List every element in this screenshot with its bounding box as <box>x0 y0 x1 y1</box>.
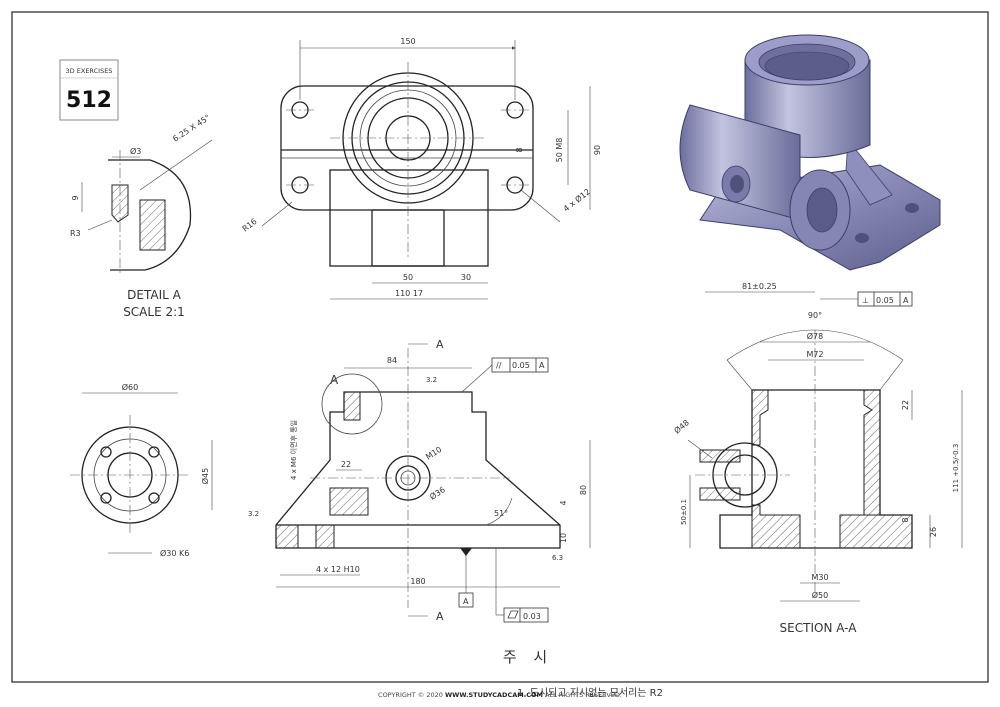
dim-84: 84 <box>387 356 397 365</box>
dim-80: 80 <box>579 485 588 495</box>
dim-22: 22 <box>341 460 351 469</box>
dim-4: 4 <box>559 500 568 505</box>
dim-r3: R3 <box>70 229 81 238</box>
dim-phi78: Ø78 <box>807 331 823 341</box>
note-m6: 4 x M6 이면후 통일 <box>289 420 298 480</box>
dim-150: 150 <box>400 37 415 46</box>
sheet-border <box>11 11 989 683</box>
svg-text:0.05: 0.05 <box>512 361 530 370</box>
detail-a-scale: SCALE 2:1 <box>123 305 185 319</box>
dim-81: 81±0.25 <box>742 282 777 291</box>
dim-51: 51° <box>494 509 508 518</box>
isometric-3d-view <box>679 34 941 271</box>
dim-r16: R16 <box>241 217 259 234</box>
dim-111: 111 +0.5/-0.3 <box>952 444 960 493</box>
dim-180: 180 <box>410 577 425 586</box>
dim-30: 30 <box>461 273 471 282</box>
surf-32-left: 3.2 <box>248 510 259 518</box>
exercise-badge: 3D EXERCISES 512 <box>59 59 119 121</box>
dim-m30: M30 <box>811 573 828 582</box>
dim-8: 8 <box>515 147 524 152</box>
dim-10: 10 <box>559 533 568 543</box>
top-view: 150 90 50 M8 8 4 x Ø12 R16 50 30 110 17 <box>241 37 602 300</box>
dim-m10: M10 <box>424 445 443 462</box>
datum-a: A <box>458 548 474 608</box>
svg-text:A: A <box>463 597 469 606</box>
dim-9: 9 <box>71 195 80 200</box>
dim-8-sect: 8 <box>901 517 910 522</box>
dim-50-sect: 50±0.1 <box>680 499 688 525</box>
dim-chamfer: 6.25 X 45° <box>171 113 212 144</box>
dim-phi36: Ø36 <box>428 484 447 501</box>
front-view: A A A 84 // 0.05 A 3.2 4 x M6 이면후 통일 22 … <box>248 338 591 623</box>
surf-32-top: 3.2 <box>426 376 437 384</box>
detail-a-label: DETAIL A <box>127 288 181 302</box>
detail-a-view: Ø3 6.25 X 45° 9 R3 DETAIL A SCALE 2:1 <box>70 113 213 319</box>
dim-4x12: 4 x Ø12 <box>561 186 592 213</box>
dim-90: 90 <box>593 145 602 155</box>
notes-title: 주 시 <box>503 648 553 666</box>
detail-mark: A <box>330 373 339 387</box>
svg-text:A: A <box>903 296 909 305</box>
svg-text:0.05: 0.05 <box>876 296 894 305</box>
dim-90deg: 90° <box>808 311 822 320</box>
dim-26: 26 <box>929 527 938 537</box>
dim-phi30-k6: Ø30 K6 <box>160 548 189 558</box>
svg-text://: // <box>496 361 502 370</box>
copyright-footer: COPYRIGHT © 2020 WWW.STUDYCADCAM.COM ALL… <box>378 691 622 699</box>
tol-flatness-frame: 0.03 <box>495 548 549 623</box>
section-mark-top: A <box>436 338 444 351</box>
notes-line-1: 1. 도시되고 지시없는 모서리는 R2 <box>517 686 663 699</box>
svg-text:⊥: ⊥ <box>862 296 869 305</box>
section-mark-bottom: A <box>436 610 444 623</box>
dim-4x12-h10: 4 x 12 H10 <box>316 565 360 574</box>
dim-phi60: Ø60 <box>122 382 138 392</box>
dim-50: 50 <box>403 273 413 282</box>
surf-63: 6.3 <box>552 554 563 562</box>
tol-parallel-frame: // 0.05 A <box>461 357 549 393</box>
dim-m72: M72 <box>806 350 823 359</box>
svg-text:0.03: 0.03 <box>523 612 541 621</box>
dim-110-17: 110 17 <box>395 289 423 298</box>
dim-phi45: Ø45 <box>200 468 210 484</box>
tol-perp-frame: ⊥ 0.05 A <box>820 291 913 307</box>
badge-number: 512 <box>66 88 112 113</box>
svg-text:A: A <box>539 361 545 370</box>
section-label: SECTION A-A <box>780 621 858 635</box>
dim-phi3: Ø3 <box>130 146 141 156</box>
dim-22-sect: 22 <box>901 400 910 410</box>
dim-phi50: Ø50 <box>812 590 828 600</box>
section-a-a-view: 90° Ø78 M72 81±0.25 ⊥ 0.05 A 22 111 +0.5… <box>672 282 963 635</box>
badge-title: 3D EXERCISES <box>66 67 113 75</box>
dim-50-m8: 50 M8 <box>555 138 564 163</box>
side-view: Ø60 Ø45 Ø30 K6 <box>70 382 213 558</box>
dim-phi48: Ø48 <box>672 417 691 435</box>
